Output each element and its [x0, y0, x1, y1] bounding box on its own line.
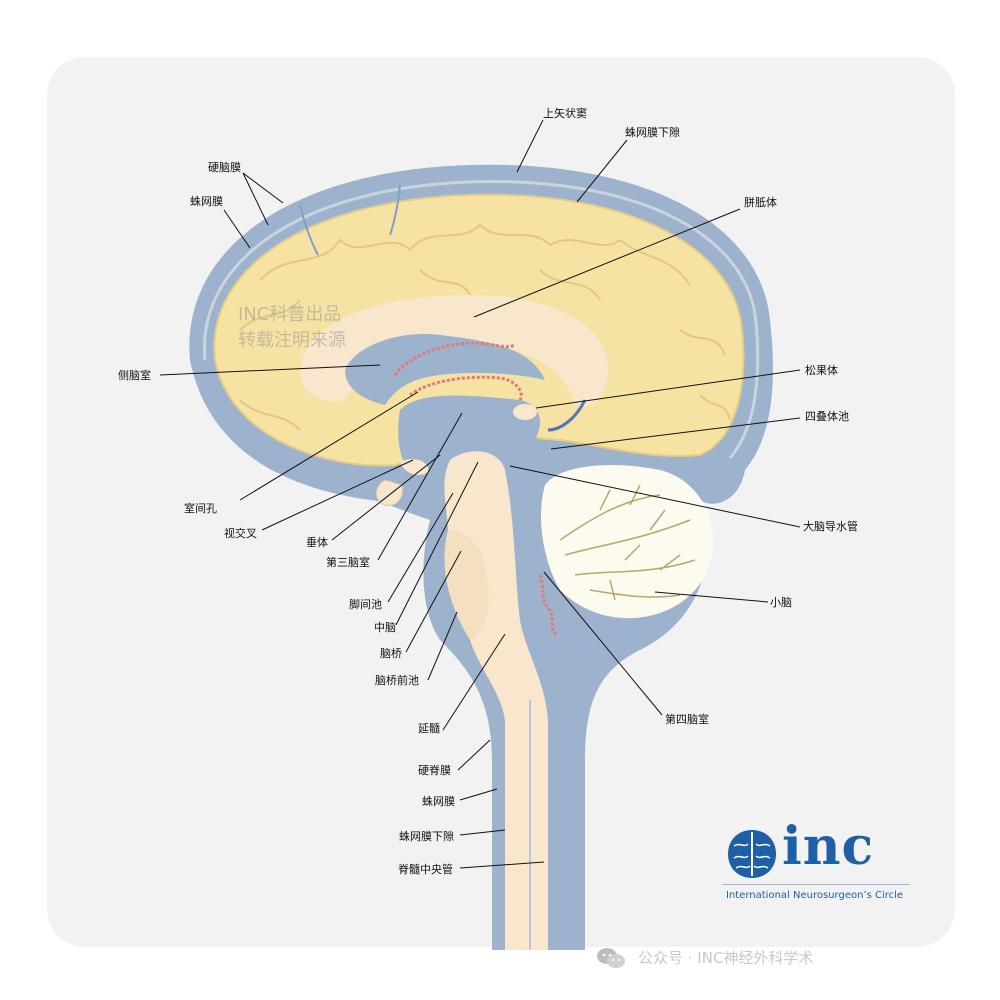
label-midbrain: 中脑 [374, 621, 396, 634]
meninges-inner-line [202, 180, 760, 459]
logo-divider [722, 884, 910, 885]
logo-text: inc [782, 816, 875, 877]
wechat-account-text: 公众号 · INC神经外科学术 [638, 949, 814, 967]
label-interpeduncular-cistern: 脚间池 [349, 597, 382, 611]
label-third-ventricle: 第三脑室 [326, 555, 370, 569]
label-pineal-body: 松果体 [805, 363, 838, 377]
label-superior-sagittal-sinus: 上矢状窦 [543, 106, 587, 120]
lateral-ventricle [345, 334, 545, 405]
label-cerebral-aqueduct: 大脑导水管 [803, 519, 858, 533]
label-arachnoid-bottom: 蛛网膜 [422, 794, 455, 808]
label-corpus-callosum: 胼胝体 [744, 195, 777, 209]
label-subarachnoid-space-top: 蛛网膜下隙 [625, 125, 680, 139]
watermark-line1: INC科普出品 [238, 304, 341, 325]
pineal-body [513, 404, 537, 420]
brain-icon [728, 830, 776, 878]
label-prepontine-cistern: 脑桥前池 [375, 673, 419, 687]
arbor-vitae [559, 484, 696, 601]
wechat-icon [597, 948, 625, 968]
label-quadrigeminal-cistern: 四叠体池 [805, 409, 849, 423]
gyri-pattern [239, 223, 731, 431]
label-pons: 脑桥 [380, 647, 402, 660]
label-central-canal: 脊髓中央管 [398, 862, 453, 876]
label-subarachnoid-space-bottom: 蛛网膜下隙 [399, 829, 454, 843]
label-arachnoid-top: 蛛网膜 [190, 194, 223, 208]
label-fourth-ventricle: 第四脑室 [665, 712, 709, 726]
fourth-ventricle-plexus [538, 574, 559, 637]
wechat-footer: 公众号 · INC神经外科学术 [590, 942, 990, 972]
label-spinal-dura: 硬脊膜 [418, 763, 451, 777]
choroid-plexus [393, 341, 523, 401]
vein-superior-1 [299, 204, 319, 256]
label-dura-mater: 硬脑膜 [208, 161, 241, 174]
label-optic-chiasm: 视交叉 [224, 526, 257, 540]
vein-superior-2 [389, 184, 401, 236]
label-pituitary: 垂体 [306, 535, 328, 549]
cerebellum [540, 465, 714, 619]
pons-bulge [444, 529, 489, 640]
label-medulla: 延髓 [418, 722, 440, 735]
label-lateral-ventricle: 侧脑室 [118, 368, 151, 382]
third-ventricle-area [398, 395, 540, 480]
watermark-line2: 转载注明来源 [238, 330, 346, 351]
inc-logo: inc International Neurosurgeon’s Circle [722, 816, 912, 914]
pituitary [375, 479, 404, 506]
logo-subtitle: International Neurosurgeon’s Circle [726, 890, 904, 901]
corpus-callosum [299, 295, 609, 407]
label-cerebellum: 小脑 [770, 596, 792, 609]
vein-great [547, 399, 587, 432]
label-interventricular-foramen: 室间孔 [184, 501, 217, 515]
leader-lines [159, 119, 801, 869]
